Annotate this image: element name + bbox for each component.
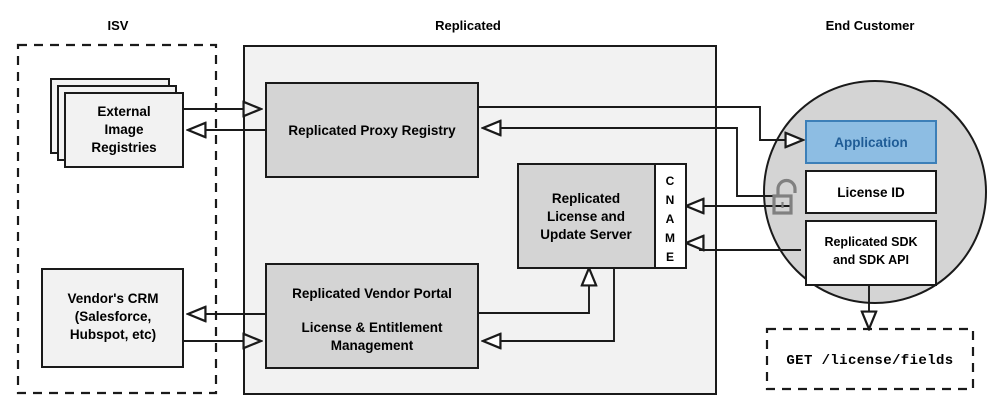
connector-proxy-to-application — [478, 106, 803, 140]
license-id-box — [805, 170, 937, 214]
cname-letter-a: A — [666, 212, 675, 226]
node-vendors-crm[interactable]: Vendor's CRM (Salesforce, Hubspot, etc) — [41, 268, 184, 368]
cname-letter-m: M — [665, 231, 675, 245]
node-replicated-proxy-registry[interactable]: Replicated Proxy Registry — [265, 82, 479, 178]
vendor-portal-label-line-3: Management — [331, 338, 414, 353]
application-box — [805, 120, 937, 164]
node-replicated-vendor-portal[interactable]: Replicated Vendor Portal License & Entit… — [265, 263, 479, 369]
node-external-image-registries[interactable]: External Image Registries — [50, 78, 184, 168]
proxy-registry-label: Replicated Proxy Registry — [288, 123, 456, 138]
vendor-portal-label-line-1: Replicated Vendor Portal — [292, 286, 452, 301]
connector-sdk-to-cname — [686, 243, 801, 250]
node-application[interactable]: Application — [805, 120, 937, 164]
registry-stack-layer-front — [64, 92, 184, 168]
cname-letter-c: C — [666, 174, 675, 188]
replicated-sdk-label-line-2: and SDK API — [833, 253, 909, 267]
node-replicated-license-update-server[interactable]: Replicated License and Update Server — [517, 163, 656, 269]
license-id-label: License ID — [837, 185, 905, 200]
vendor-portal-box — [265, 263, 479, 369]
node-license-id[interactable]: License ID — [805, 170, 937, 214]
license-server-label-line-2: License and — [547, 209, 625, 224]
registries-label-line-2: Image — [104, 122, 144, 137]
connector-license-server-to-vendor-portal — [483, 268, 615, 341]
proxy-registry-box — [265, 82, 479, 178]
api-request-box — [765, 327, 975, 391]
registries-label-line-3: Registries — [91, 140, 156, 155]
zone-title-replicated: Replicated — [435, 18, 501, 33]
node-cname-strip[interactable]: C N A M E — [654, 163, 687, 269]
vendors-crm-box — [41, 268, 184, 368]
connector-vendor-portal-to-license-server — [478, 268, 589, 314]
license-server-label-line-3: Update Server — [540, 227, 632, 242]
vendors-crm-label-line-1: Vendor's CRM — [68, 291, 159, 306]
isv-zone-boundary — [16, 43, 218, 395]
zone-title-end-customer: End Customer — [826, 18, 915, 33]
unlock-icon — [772, 178, 797, 215]
license-server-label-line-1: Replicated — [552, 191, 620, 206]
registries-label-line-1: External — [97, 104, 150, 119]
vendors-crm-label-line-2: (Salesforce, — [75, 309, 152, 324]
replicated-sdk-label-line-1: Replicated SDK — [824, 235, 917, 249]
application-label: Application — [834, 135, 908, 150]
vendor-portal-label-line-2: License & Entitlement — [301, 320, 443, 335]
cname-letter-n: N — [666, 193, 675, 207]
node-api-request[interactable]: GET /license/fields — [765, 327, 975, 391]
zone-title-isv: ISV — [108, 18, 129, 33]
vendors-crm-label-line-3: Hubspot, etc) — [70, 327, 156, 342]
replicated-sdk-box — [805, 220, 937, 286]
node-replicated-sdk[interactable]: Replicated SDK and SDK API — [805, 220, 937, 286]
connector-customer-to-proxy — [483, 128, 792, 197]
cname-letter-e: E — [666, 250, 674, 264]
cname-box — [654, 163, 687, 269]
api-request-label: GET /license/fields — [786, 353, 953, 369]
